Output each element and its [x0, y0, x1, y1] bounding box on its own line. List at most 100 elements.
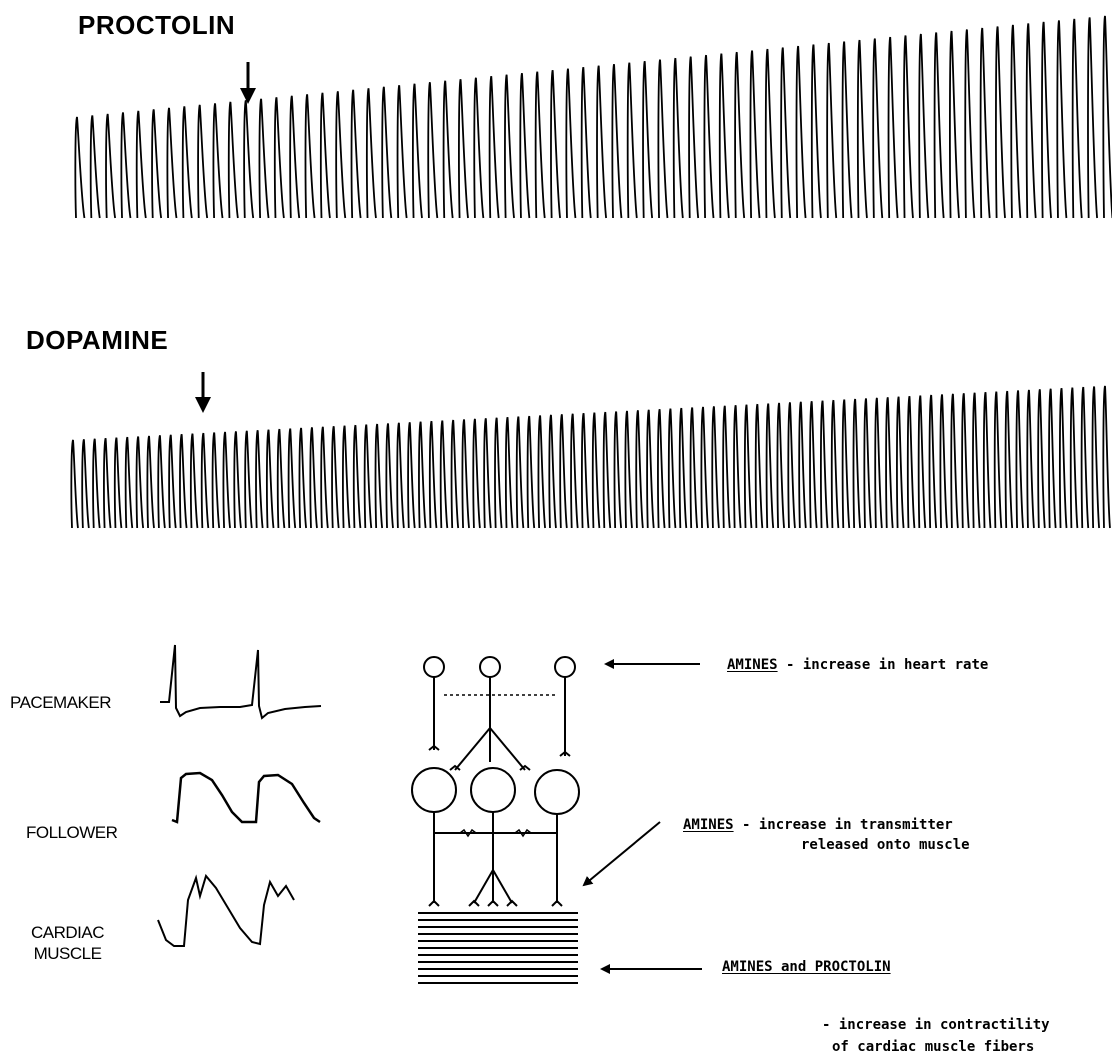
proctolin-trace-beat [843, 42, 852, 218]
dopamine-trace-beat [625, 411, 632, 528]
proctolin-trace-beat [781, 48, 790, 218]
dopamine-trace-beat [321, 427, 328, 528]
dopamine-trace-beat [354, 425, 361, 528]
proctolin-trace-beat [106, 114, 115, 218]
dopamine-trace-beat [1027, 390, 1034, 528]
proctolin-trace-beat [981, 28, 990, 218]
dopamine-trace-beat [973, 393, 980, 528]
dopamine-trace-beat [908, 396, 915, 528]
proctolin-trace-beat [198, 105, 207, 218]
proctolin-trace-beat [919, 34, 928, 218]
dopamine-trace-beat [593, 413, 600, 528]
proctolin-trace-beat [259, 99, 268, 218]
follower-neuron-2 [471, 768, 515, 812]
dopamine-trace-beat [278, 429, 285, 528]
proctolin-trace-beat [213, 103, 222, 218]
dopamine-trace-beat [1103, 386, 1110, 528]
dopamine-trace-beat [126, 437, 133, 528]
dopamine-trace-beat [680, 408, 687, 528]
proctolin-trace-beat [551, 70, 560, 218]
proctolin-trace-beat [305, 94, 314, 218]
proctolin-trace-beat [873, 39, 882, 218]
dopamine-trace-beat [213, 433, 220, 528]
proctolin-trace-beat [612, 64, 621, 218]
dopamine-trace-beat [767, 404, 774, 528]
dopamine-trace-beat [658, 409, 665, 528]
proctolin-trace-beat [290, 96, 299, 218]
dopamine-trace-beat [886, 397, 893, 528]
dopamine-trace-beat [299, 428, 306, 528]
dopamine-trace-beat [289, 429, 296, 528]
dopamine-trace-beat [115, 438, 122, 528]
dopamine-trace-beat [875, 398, 882, 528]
dopamine-trace-beat [137, 437, 144, 528]
dopamine-trace-beat [647, 410, 654, 528]
dopamine-trace-beat [1049, 389, 1056, 528]
proctolin-trace-beat [658, 60, 667, 218]
dopamine-trace-beat [93, 439, 100, 528]
proctolin-trace-beat [91, 115, 100, 218]
proctolin-trace-beat [1088, 18, 1097, 218]
proctolin-trace-beat [689, 57, 698, 218]
dopamine-trace-beat [430, 421, 437, 528]
proctolin-trace-beat [766, 49, 775, 218]
follower-neuron-1 [412, 768, 456, 812]
dopamine-trace-beat [191, 434, 198, 528]
proctolin-trace-beat [444, 81, 453, 218]
pacemaker-neuron-1 [424, 657, 444, 677]
dopamine-trace-beat [615, 412, 622, 528]
dopamine-trace-beat [462, 420, 469, 528]
dopamine-trace-beat [310, 427, 317, 528]
proctolin-trace-beat [566, 69, 575, 218]
dopamine-trace-beat [756, 404, 763, 528]
proctolin-trace-beat [1011, 25, 1020, 218]
dopamine-trace-beat [223, 432, 230, 528]
dopamine-trace-beat [919, 396, 926, 528]
dopamine-trace-beat [1092, 387, 1099, 528]
dopamine-trace-beat [1016, 391, 1023, 528]
dopamine-trace-beat [506, 417, 513, 528]
dopamine-trace-beat [832, 400, 839, 528]
proctolin-trace-beat [1027, 24, 1036, 218]
dopamine-trace-beat [180, 434, 187, 528]
dopamine-trace-beat [636, 410, 643, 528]
proctolin-trace-beat [750, 51, 759, 218]
transmitter-arrow [584, 822, 660, 885]
proctolin-trace-beat [321, 93, 330, 218]
dopamine-trace-beat [571, 414, 578, 528]
dopamine-trace-beat [930, 395, 937, 528]
dopamine-trace-beat [441, 421, 448, 528]
pacemaker-neuron-3 [555, 657, 575, 677]
proctolin-trace-beat [796, 46, 805, 218]
proctolin-trace-beat [1042, 22, 1051, 218]
dopamine-trace-beat [256, 430, 263, 528]
proctolin-trace-beat [490, 76, 499, 218]
proctolin-trace-beat [183, 106, 192, 218]
proctolin-trace-beat [674, 58, 683, 218]
dopamine-trace-beat [169, 435, 176, 528]
proctolin-trace [75, 16, 1112, 218]
proctolin-trace-beat [812, 45, 821, 218]
dopamine-trace-beat [452, 420, 459, 528]
dopamine-trace-beat [332, 426, 339, 528]
proctolin-trace-beat [121, 112, 130, 218]
dopamine-trace-beat [810, 401, 817, 528]
dopamine-trace-beat [984, 392, 991, 528]
dopamine-arrow [195, 372, 211, 413]
dopamine-trace-beat [897, 397, 904, 528]
dopamine-trace-beat [517, 417, 524, 528]
proctolin-trace-beat [965, 30, 974, 218]
dopamine-trace-beat [691, 408, 698, 528]
dopamine-trace-beat [799, 402, 806, 528]
dopamine-trace-beat [538, 416, 545, 528]
dopamine-trace-beat [147, 436, 154, 528]
dopamine-trace [71, 386, 1110, 528]
dopamine-trace-beat [582, 413, 589, 528]
dopamine-trace-beat [864, 398, 871, 528]
proctolin-arrow [240, 62, 256, 104]
proctolin-trace-beat [229, 102, 238, 218]
proctolin-trace-beat [505, 75, 514, 218]
proctolin-trace-beat [352, 90, 361, 218]
proctolin-trace-beat [520, 73, 529, 218]
proctolin-trace-beat [152, 109, 161, 218]
